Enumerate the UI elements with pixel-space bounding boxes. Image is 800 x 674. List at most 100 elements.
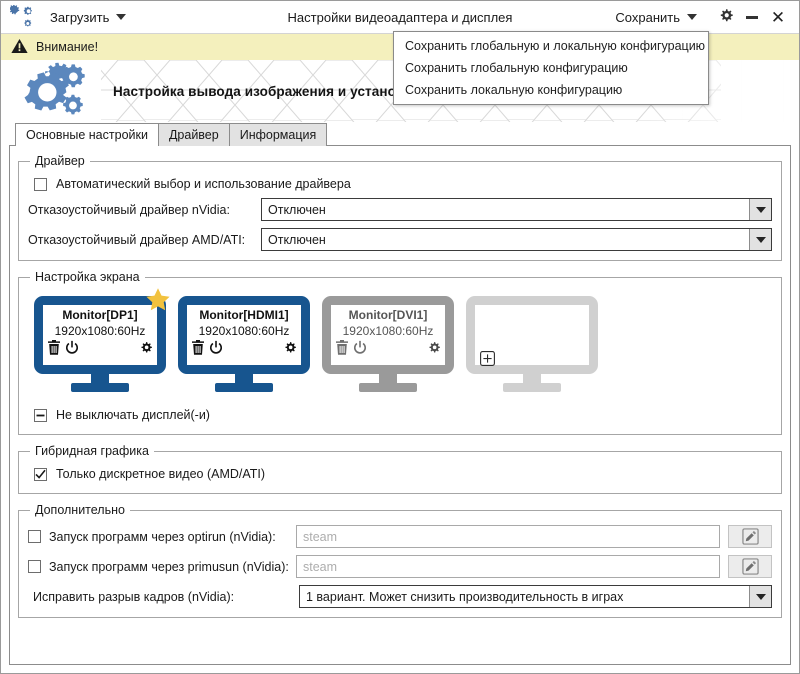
discrete-only-label: Только дискретное видео (AMD/ATI) xyxy=(56,467,266,481)
monitor-icon-bar xyxy=(47,340,153,358)
tearfree-value: 1 вариант. Может снизить производительно… xyxy=(306,589,624,604)
tearfree-row: Исправить разрыв кадров (nVidia): 1 вари… xyxy=(28,585,772,608)
close-button[interactable]: ✕ xyxy=(765,4,791,30)
monitor-card-dvi1[interactable]: Monitor[DVI1] 1920x1080:60Hz xyxy=(322,296,454,392)
trash-icon[interactable] xyxy=(47,340,61,358)
optirun-row: Запуск программ через optirun (nVidia): … xyxy=(28,525,772,548)
menu-item-save-local[interactable]: Сохранить локальную конфигурацию xyxy=(405,83,623,97)
save-dropdown-menu[interactable]: Сохранить глобальную и локальную конфигу… xyxy=(393,31,709,105)
chevron-down-icon xyxy=(116,14,127,20)
gear-icon[interactable] xyxy=(283,341,297,358)
monitor-screen[interactable]: Monitor[HDMI1] 1920x1080:60Hz xyxy=(178,296,310,374)
keep-displays-on-checkbox[interactable] xyxy=(34,408,47,422)
primary-star-icon xyxy=(145,287,171,316)
power-icon[interactable] xyxy=(209,340,223,358)
menu-item-save-global-local[interactable]: Сохранить глобальную и локальную конфигу… xyxy=(405,39,706,53)
gear-icon[interactable] xyxy=(427,341,441,358)
monitor-name: Monitor[DVI1] xyxy=(348,308,428,322)
tearfree-label: Исправить разрыв кадров (nVidia): xyxy=(33,589,235,604)
tab-main-settings[interactable]: Основные настройки xyxy=(15,123,159,146)
close-icon: ✕ xyxy=(770,7,786,27)
amd-fallback-value: Отключен xyxy=(268,232,326,247)
menu-item-save-global[interactable]: Сохранить глобальную конфигурацию xyxy=(405,61,628,75)
chevron-down-icon[interactable] xyxy=(749,199,771,220)
tab-strip: Основные настройки Драйвер Информация xyxy=(1,122,799,146)
monitor-name: Monitor[HDMI1] xyxy=(199,308,289,322)
group-screen-setup: Настройка экрана Monitor[DP1] 1920x1080:… xyxy=(18,270,782,435)
monitor-icon-bar xyxy=(191,340,297,358)
title-bar-controls: Сохранить ✕ xyxy=(615,4,799,30)
group-driver: Драйвер Автоматический выбор и использов… xyxy=(18,154,782,261)
monitor-base xyxy=(71,383,129,392)
optirun-input[interactable]: steam xyxy=(296,525,720,548)
discrete-only-checkbox-row[interactable]: Только дискретное видео (AMD/ATI) xyxy=(34,467,772,481)
primusrun-input[interactable]: steam xyxy=(296,555,720,578)
group-additional: Дополнительно Запуск программ через opti… xyxy=(18,503,782,618)
nvidia-fallback-label: Отказоустойчивый драйвер nVidia: xyxy=(28,202,230,217)
monitor-card-add-new[interactable] xyxy=(466,296,598,392)
chevron-down-icon[interactable] xyxy=(749,229,771,250)
monitor-name: Monitor[DP1] xyxy=(62,308,138,322)
discrete-only-checkbox[interactable] xyxy=(34,467,47,481)
save-menu-button[interactable]: Сохранить xyxy=(615,10,697,25)
save-menu-label: Сохранить xyxy=(615,9,680,25)
gear-icon xyxy=(718,8,734,27)
monitor-base xyxy=(503,383,561,392)
monitor-neck xyxy=(523,374,541,383)
tab-page-main-settings: Драйвер Автоматический выбор и использов… xyxy=(9,145,791,665)
amd-fallback-select[interactable]: Отключен xyxy=(261,228,772,251)
tab-driver[interactable]: Драйвер xyxy=(157,123,230,146)
tearfree-select[interactable]: 1 вариант. Может снизить производительно… xyxy=(299,585,772,608)
monitor-list: Monitor[DP1] 1920x1080:60Hz xyxy=(28,288,772,394)
primusrun-row: Запуск программ через primusun (nVidia):… xyxy=(28,555,772,578)
warning-text: Внимание! xyxy=(36,40,99,54)
optirun-checkbox[interactable] xyxy=(28,530,41,543)
auto-driver-checkbox-row[interactable]: Автоматический выбор и использование дра… xyxy=(34,177,772,191)
group-additional-legend: Дополнительно xyxy=(35,503,125,517)
trash-icon[interactable] xyxy=(335,340,349,358)
monitor-resolution: 1920x1080:60Hz xyxy=(54,324,146,338)
auto-driver-checkbox[interactable] xyxy=(34,177,47,191)
pencil-square-icon xyxy=(741,528,759,545)
primusrun-checkbox[interactable] xyxy=(28,560,41,573)
indeterminate-dash-icon xyxy=(36,414,45,416)
add-icon[interactable] xyxy=(480,351,495,366)
power-icon[interactable] xyxy=(65,340,79,358)
load-menu-button[interactable]: Загрузить xyxy=(50,9,127,25)
power-icon[interactable] xyxy=(353,340,367,358)
settings-button[interactable] xyxy=(713,4,739,30)
keep-displays-on-checkbox-row[interactable]: Не выключать дисплей(-и) xyxy=(34,408,772,422)
nvidia-fallback-select[interactable]: Отключен xyxy=(261,198,772,221)
primusrun-label: Запуск программ через primusun (nVidia): xyxy=(49,559,289,574)
optirun-edit-button[interactable] xyxy=(728,525,772,548)
monitor-card-hdmi1[interactable]: Monitor[HDMI1] 1920x1080:60Hz xyxy=(178,296,310,392)
group-screen-setup-legend: Настройка экрана xyxy=(35,270,140,284)
optirun-label: Запуск программ через optirun (nVidia): xyxy=(49,529,276,544)
monitor-screen[interactable]: Monitor[DP1] 1920x1080:60Hz xyxy=(34,296,166,374)
monitor-neck xyxy=(91,374,109,383)
load-menu-label: Загрузить xyxy=(50,9,110,25)
chevron-down-icon[interactable] xyxy=(749,586,771,607)
group-driver-legend: Драйвер xyxy=(35,154,85,168)
warning-triangle-icon xyxy=(11,38,28,57)
title-bar: Загрузить Настройки видеоадаптера и дисп… xyxy=(1,1,799,34)
auto-driver-label: Автоматический выбор и использование дра… xyxy=(56,177,351,191)
minimize-icon xyxy=(746,15,758,19)
nvidia-fallback-row: Отказоустойчивый драйвер nVidia: Отключе… xyxy=(28,198,772,221)
amd-fallback-label: Отказоустойчивый драйвер AMD/ATI: xyxy=(28,232,246,247)
primusrun-edit-button[interactable] xyxy=(728,555,772,578)
group-hybrid-graphics-legend: Гибридная графика xyxy=(35,444,149,458)
monitor-base xyxy=(215,383,273,392)
group-hybrid-graphics: Гибридная графика Только дискретное виде… xyxy=(18,444,782,494)
tab-information[interactable]: Информация xyxy=(228,123,328,146)
gear-icon[interactable] xyxy=(139,341,153,358)
minimize-button[interactable] xyxy=(739,4,765,30)
banner-gears-icon xyxy=(15,61,97,122)
monitor-neck xyxy=(235,374,253,383)
monitor-screen[interactable]: Monitor[DVI1] 1920x1080:60Hz xyxy=(322,296,454,374)
monitor-resolution: 1920x1080:60Hz xyxy=(342,324,434,338)
monitor-card-dp1[interactable]: Monitor[DP1] 1920x1080:60Hz xyxy=(34,288,170,392)
trash-icon[interactable] xyxy=(191,340,205,358)
checkmark-icon xyxy=(35,469,46,479)
